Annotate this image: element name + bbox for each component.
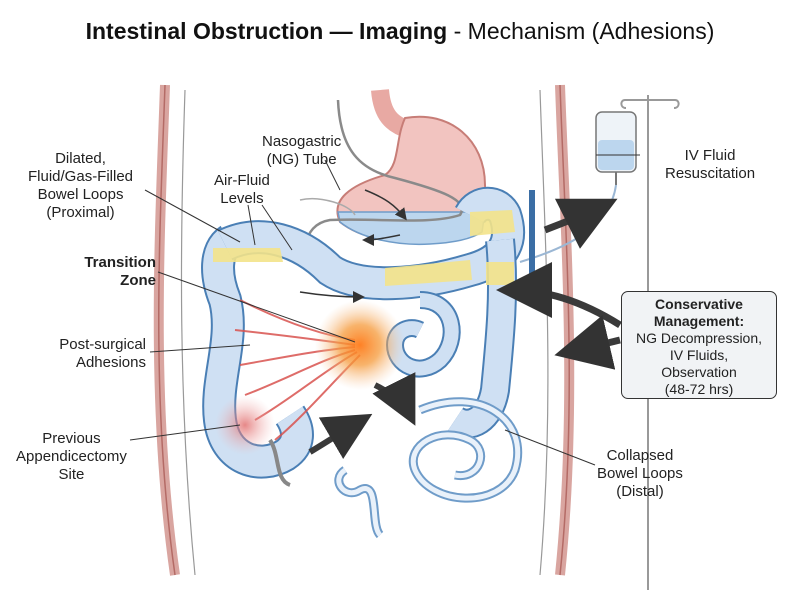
label-dilated-loops: Dilated, Fluid/Gas-Filled Bowel Loops (P… — [28, 150, 133, 222]
flow-arrows — [299, 189, 622, 459]
stomach — [336, 115, 487, 246]
label-line: Fluid/Gas-Filled — [28, 168, 134, 185]
label-line: Transition — [84, 254, 156, 271]
label-line: IV Fluid — [684, 147, 736, 164]
management-heading-line: Conservative — [655, 296, 743, 312]
label-line: Post-surgical — [59, 336, 146, 353]
label-line: Bowel Loops — [597, 465, 683, 482]
label-air-fluid-levels: Air-Fluid Levels — [214, 172, 270, 208]
label-line: Appendicectomy — [16, 448, 127, 465]
management-item: Observation — [661, 364, 737, 380]
conservative-management-box: Conservative Management: NG Decompressio… — [621, 291, 777, 399]
leader-lines — [129, 154, 640, 466]
management-item: IV Fluids, — [669, 347, 729, 363]
title-main: Intestinal Obstruction — Imaging — [85, 18, 448, 44]
iv-bag — [519, 111, 637, 263]
label-appendicectomy: Previous Appendicectomy Site — [16, 430, 127, 484]
label-ng-tube: Nasogastric (NG) Tube — [262, 133, 341, 169]
label-line: (NG) Tube — [266, 151, 337, 168]
appendicectomy-scar — [215, 395, 291, 487]
label-adhesions: Post-surgical Adhesions — [46, 336, 146, 372]
label-line: Collapsed — [606, 447, 674, 464]
label-line: Resuscitation — [665, 165, 756, 182]
air-fluid-levels — [213, 210, 515, 286]
label-transition-zone: Transition Zone — [66, 254, 156, 290]
label-line: Adhesions — [75, 354, 146, 371]
transition-zone-highlight — [315, 300, 405, 390]
label-line: Nasogastric — [262, 133, 342, 150]
management-item: NG Decompression, — [635, 330, 763, 346]
label-line: Zone — [120, 272, 156, 289]
title-sub: - Mechanism (Adhesions) — [447, 18, 715, 44]
label-collapsed-loops: Collapsed Bowel Loops (Distal) — [597, 447, 683, 501]
label-line: (Proximal) — [46, 204, 115, 221]
label-line: Site — [58, 466, 85, 483]
label-line: Air-Fluid — [214, 172, 270, 189]
management-item: (48-72 hrs) — [664, 381, 734, 397]
management-heading-line: Management: — [653, 313, 745, 329]
label-line: Previous — [42, 430, 101, 447]
ng-tube — [304, 99, 464, 281]
label-line: Bowel Loops — [37, 186, 124, 203]
label-iv-fluid: IV Fluid Resuscitation — [665, 147, 755, 183]
label-line: (Distal) — [616, 483, 664, 500]
collapsed-bowel-loops — [334, 397, 523, 539]
diagram-title: Intestinal Obstruction — Imaging - Mecha… — [0, 18, 800, 45]
label-line: Dilated, — [55, 150, 106, 167]
label-line: Levels — [220, 190, 264, 207]
